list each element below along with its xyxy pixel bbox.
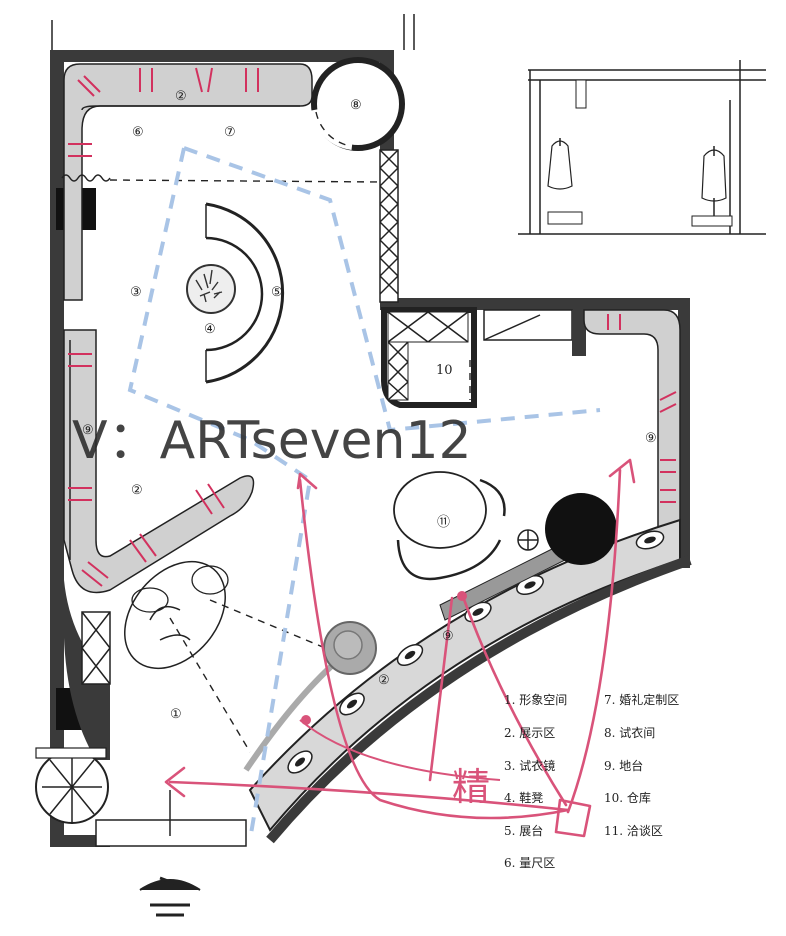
zone-label-10: 10 (436, 363, 453, 378)
elevation-sketch (518, 60, 766, 235)
zone-label-2-left: ② (131, 483, 143, 498)
zone-label-2-top: ② (175, 89, 187, 104)
annotation-jing: 精 (452, 765, 490, 809)
zone-label-6: ⑥ (132, 125, 144, 140)
watermark-text: V：ARTseven12 (72, 411, 472, 471)
zone-label-2-lower: ② (378, 673, 390, 688)
semicircle-podium (186, 202, 285, 384)
display-ticks (68, 67, 677, 587)
legend-item-11: 11. 洽谈区 (604, 824, 663, 838)
circulation-sketch: 精 (164, 458, 636, 838)
legend-item-4: 4. 鞋凳 (504, 790, 543, 805)
legend: 1. 形象空间 2. 展示区 3. 试衣镜 4. 鞋凳 5. 展台 6. 量尺区… (504, 692, 679, 870)
fitting-room-8: ⑧ (310, 57, 405, 151)
zone-label-9-right: ⑨ (645, 431, 657, 446)
lounge-table-11 (393, 471, 539, 581)
mirror-plant-area (124, 560, 377, 753)
zone-label-7: ⑦ (224, 125, 236, 140)
zone-label-9-lower: ⑨ (442, 629, 454, 644)
legend-item-9: 9. 地台 (604, 758, 643, 773)
curved-display-wall (243, 518, 692, 844)
legend-item-6: 6. 量尺区 (504, 856, 555, 870)
zone-label-9-left: ⑨ (82, 423, 94, 438)
legend-item-7: 7. 婚礼定制区 (604, 692, 679, 707)
zone-label-4: ④ (204, 322, 216, 337)
cross-hatched-partition (379, 149, 399, 303)
north-arrow (139, 876, 201, 917)
legend-item-5: 5. 展台 (504, 823, 543, 838)
zone-outline-dashed (127, 146, 601, 841)
black-round-display (545, 493, 617, 565)
storage-room-10: 10 (381, 307, 477, 408)
legend-item-2: 2. 展示区 (504, 726, 555, 740)
entrance-door (35, 747, 109, 824)
zone-label-5: ⑤ (271, 285, 283, 300)
legend-item-8: 8. 试衣间 (604, 725, 655, 740)
zone-label-1: ① (170, 707, 182, 722)
zone-label-8: ⑧ (350, 98, 362, 113)
left-display-band (63, 329, 255, 594)
legend-item-10: 10. 仓库 (604, 790, 651, 805)
zone-label-11: ⑪ (437, 515, 450, 530)
legend-item-1: 1. 形象空间 (504, 693, 567, 707)
zone-label-3: ③ (130, 285, 142, 300)
legend-item-3: 3. 试衣镜 (504, 758, 555, 773)
